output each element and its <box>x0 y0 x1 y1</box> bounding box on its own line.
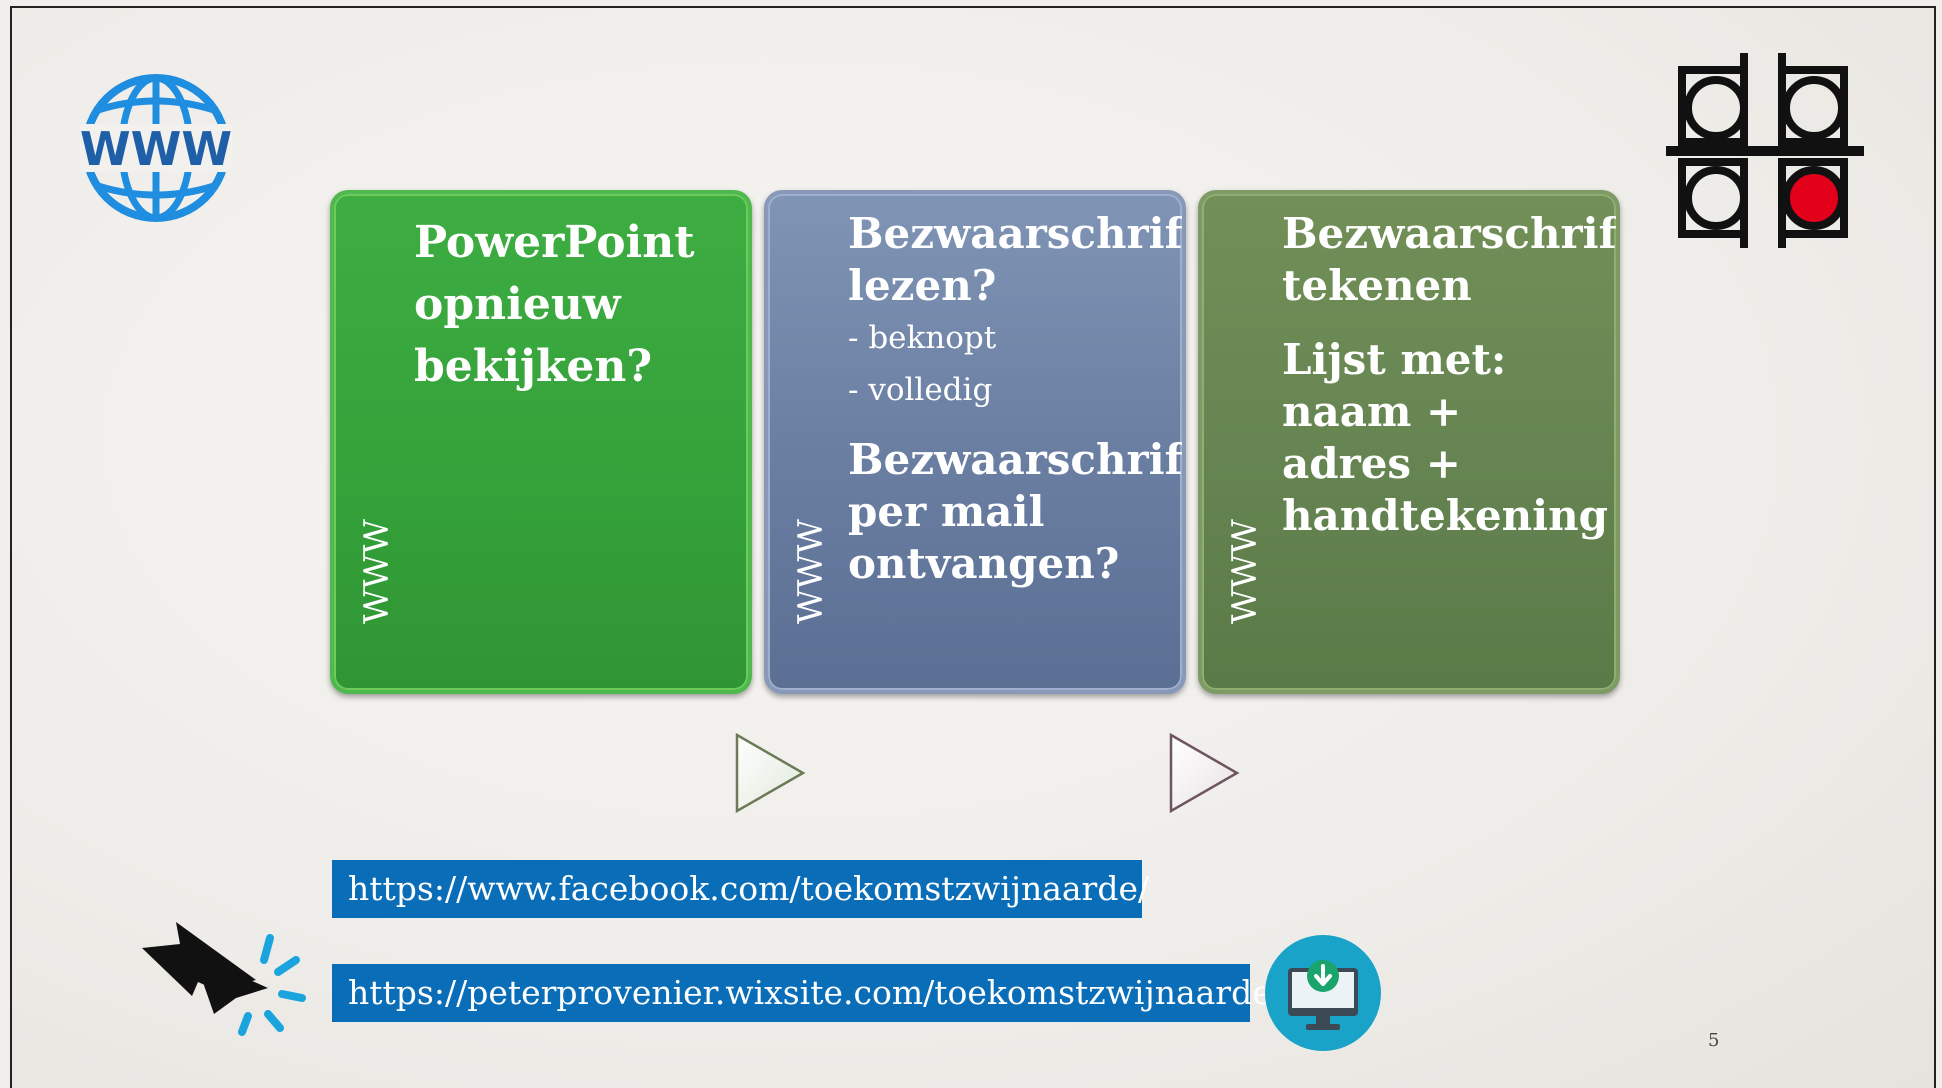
card-vertical-label: WWW <box>791 519 831 624</box>
card-powerpoint[interactable]: WWW PowerPoint opnieuw bekijken? <box>330 190 752 694</box>
play-arrow-icon <box>735 732 806 814</box>
card-title-line: opnieuw <box>414 279 621 330</box>
card-title-line: Bezwaarschrift <box>848 435 1186 484</box>
card-title-line: lezen? <box>848 261 997 310</box>
download-monitor-icon[interactable] <box>1264 934 1382 1052</box>
sub-item: - volledig <box>848 372 993 408</box>
website-link[interactable]: https://peterprovenier.wixsite.com/toeko… <box>332 964 1272 1022</box>
sub-item: - beknopt <box>848 320 997 356</box>
card-title-line: adres + <box>1282 439 1461 488</box>
page-number: 5 <box>1708 1030 1720 1051</box>
card-title-line: ontvangen? <box>848 539 1120 588</box>
card-vertical-label: WWW <box>1225 519 1265 624</box>
card-title-line: bekijken? <box>414 341 653 392</box>
facebook-link[interactable]: https://www.facebook.com/toekomstzwijnaa… <box>332 860 1149 918</box>
card-title-line: handtekening <box>1282 491 1608 540</box>
pointer-click-icon <box>142 922 306 1036</box>
card-bezwaarschrift-tekenen[interactable]: WWW Bezwaarschrift tekenen Lijst met: na… <box>1198 190 1620 694</box>
dbdp-logo <box>1666 53 1864 248</box>
card-bezwaarschrift-lezen[interactable]: WWW Bezwaarschrift lezen? - beknopt - vo… <box>764 190 1186 694</box>
www-logo-text: WWW <box>80 122 232 176</box>
card-title-line: PowerPoint <box>414 217 695 268</box>
card-title-line: tekenen <box>1282 261 1472 310</box>
play-arrow-icon <box>1169 732 1240 814</box>
card-title-line: Bezwaarschrift <box>1282 209 1620 258</box>
card-vertical-label: WWW <box>357 519 397 624</box>
globe-www-icon: WWW <box>80 74 232 222</box>
card-title-line: naam + <box>1282 387 1462 436</box>
card-title-line: Bezwaarschrift <box>848 209 1186 258</box>
card-title-line: Lijst met: <box>1282 335 1507 384</box>
card-title-line: per mail <box>848 487 1045 536</box>
